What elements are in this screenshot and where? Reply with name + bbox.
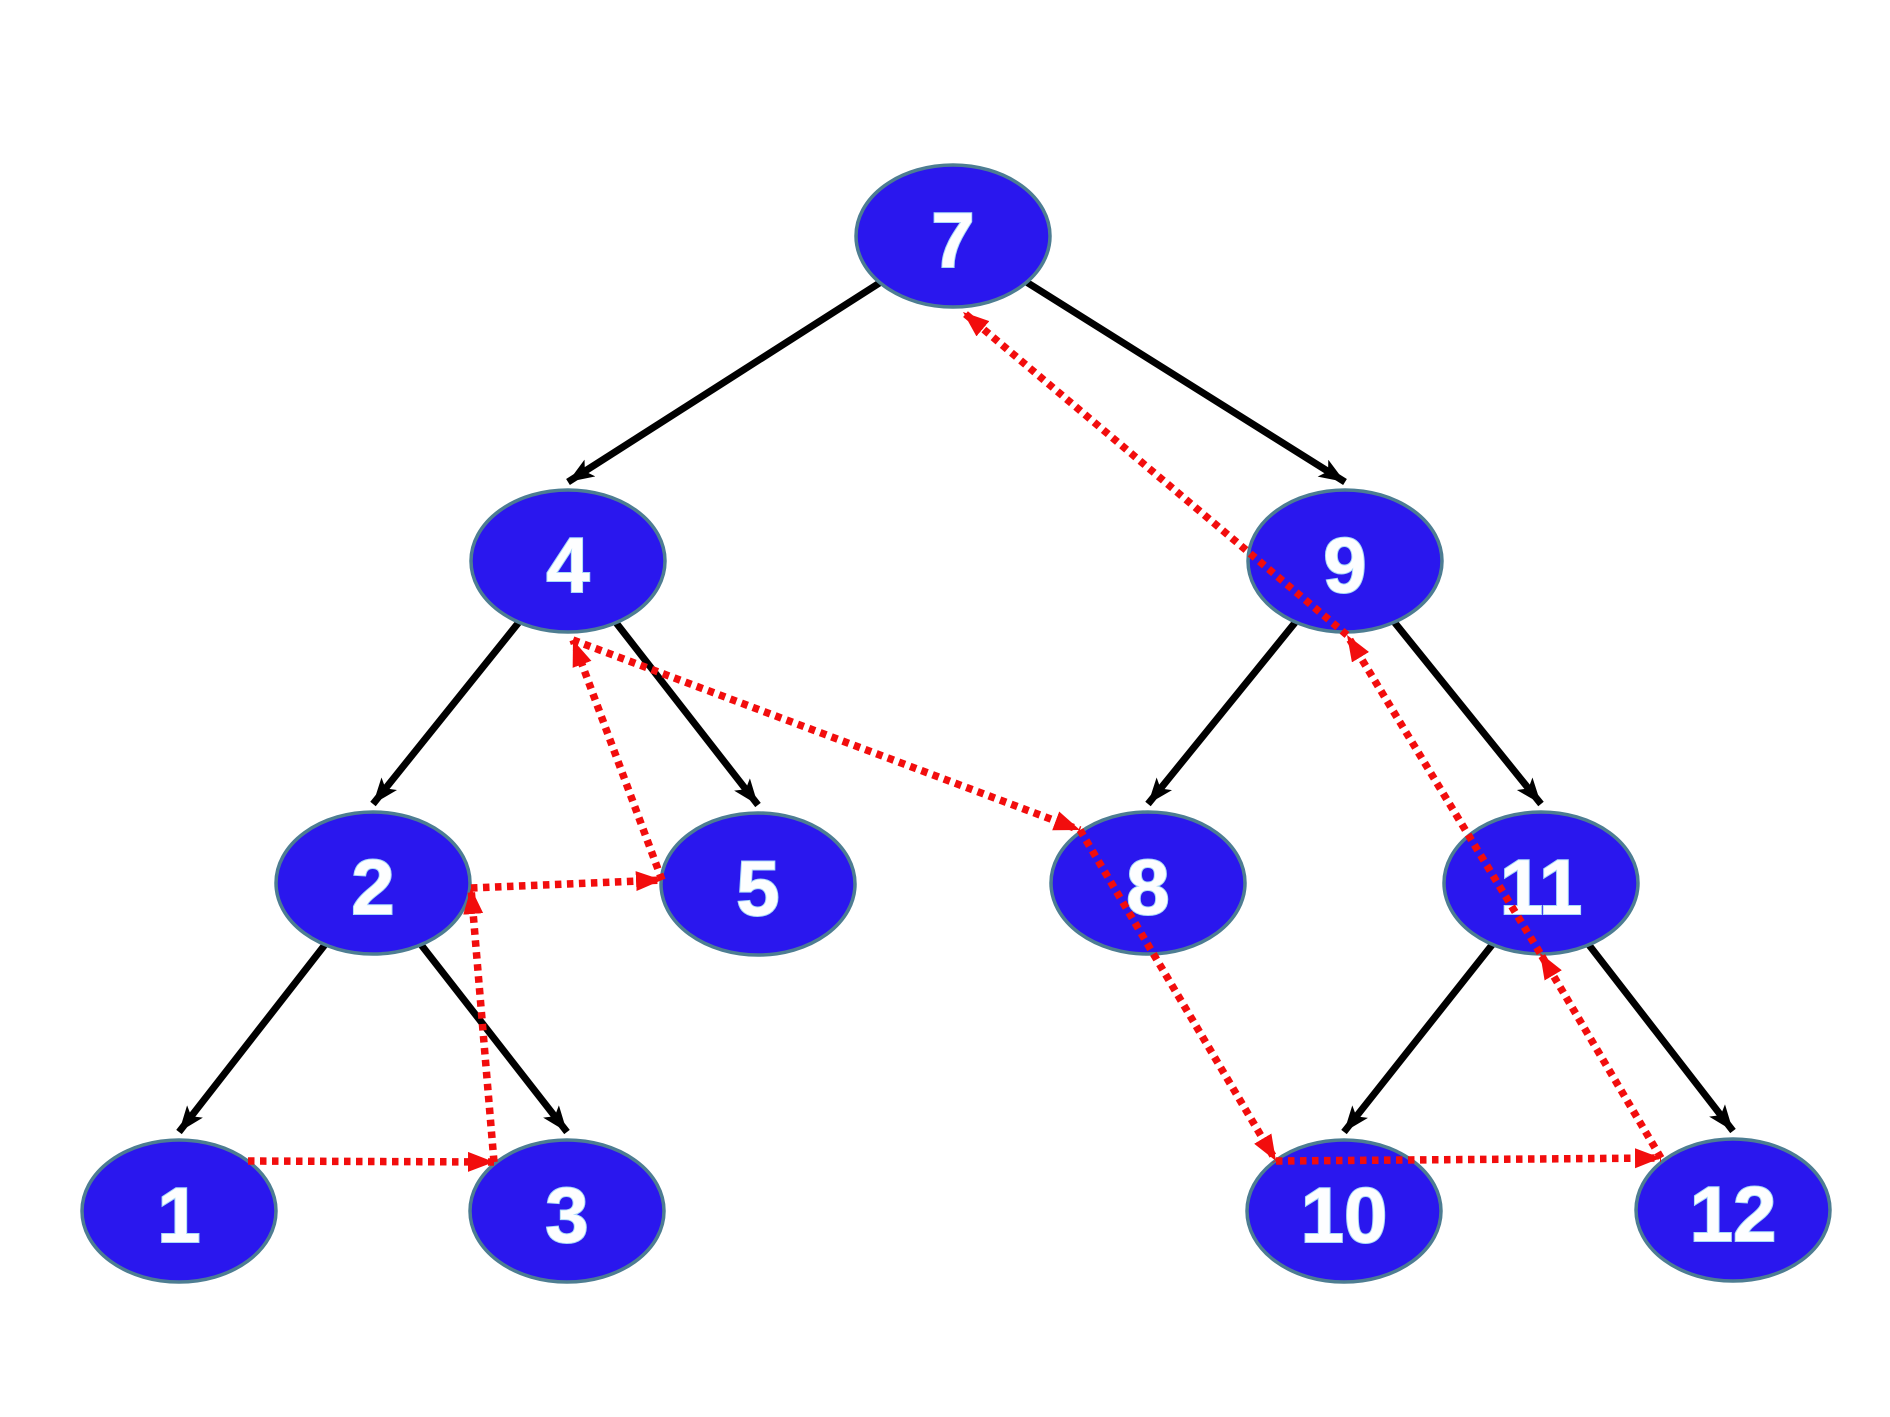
tree-node-2: 2 (274, 810, 472, 956)
traversal-arrow-11-9 (1343, 633, 1544, 955)
node-label-12: 12 (1690, 1170, 1777, 1258)
node-label-11: 11 (1500, 843, 1582, 931)
node-label-3: 3 (545, 1171, 588, 1259)
node-label-7: 7 (931, 196, 974, 284)
tree-node-4: 4 (469, 488, 667, 634)
traversal-arrow-2-5 (470, 871, 663, 892)
node-label-9: 9 (1323, 521, 1366, 609)
traversal-arrow-1-3 (247, 1151, 495, 1172)
traversal-arrow-12-11 (1536, 951, 1665, 1160)
tree-node-10: 10 (1245, 1138, 1443, 1284)
tree-node-12: 12 (1634, 1137, 1832, 1283)
traversal-arrow-3-2 (463, 887, 498, 1163)
node-ellipse-12 (1634, 1137, 1832, 1283)
traversal-arrow-4-8 (571, 636, 1082, 834)
tree-node-9: 9 (1246, 488, 1444, 634)
traversal-arrow-8-10 (1076, 828, 1280, 1163)
tree-edges-layer (176, 233, 1736, 1135)
traversal-arrow-5-4 (569, 638, 666, 882)
node-ellipse-4 (469, 488, 667, 634)
traversal-layer (247, 309, 1665, 1172)
node-label-5: 5 (736, 844, 779, 932)
node-label-10: 10 (1301, 1171, 1388, 1259)
tree-node-3: 3 (468, 1138, 666, 1284)
tree-node-5: 5 (659, 811, 857, 957)
tree-node-7: 7 (854, 163, 1052, 309)
node-label-4: 4 (546, 521, 589, 609)
node-ellipse-3 (468, 1138, 666, 1284)
tree-node-1: 1 (80, 1138, 278, 1284)
node-ellipse-1 (80, 1138, 278, 1284)
node-ellipse-7 (854, 163, 1052, 309)
node-label-2: 2 (351, 843, 394, 931)
node-ellipse-2 (274, 810, 472, 956)
tree-node-11: 11 (1442, 810, 1640, 956)
traversal-arrow-10-12 (1275, 1148, 1662, 1169)
node-ellipse-8 (1049, 810, 1247, 956)
node-label-1: 1 (157, 1171, 200, 1259)
node-ellipse-10 (1245, 1138, 1443, 1284)
